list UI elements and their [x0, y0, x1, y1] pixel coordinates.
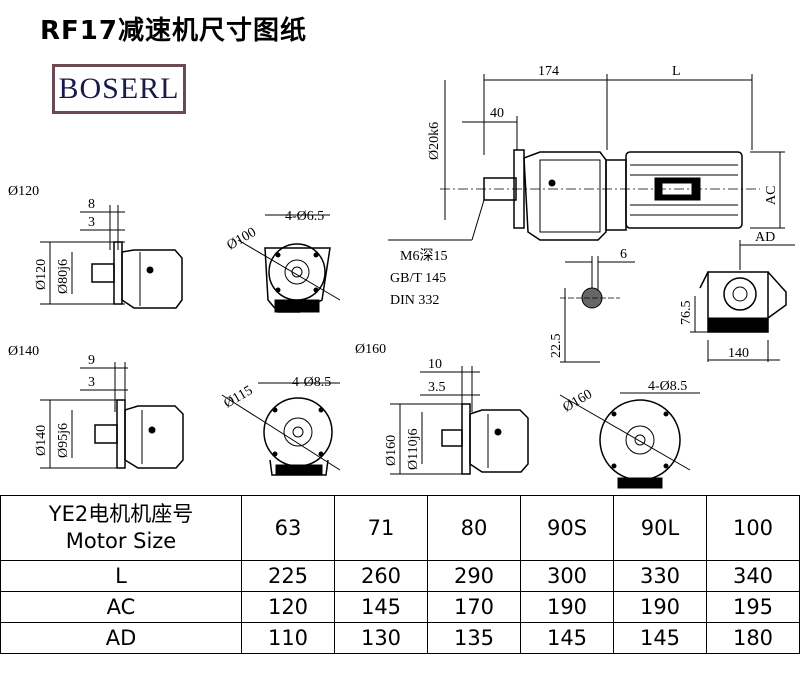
flange-120-dim-spigot: Ø80j6 — [56, 259, 71, 294]
size-cell: 63 — [241, 495, 335, 561]
table-row-L: L 225 260 290 300 330 340 — [0, 560, 800, 592]
value-cell: 330 — [613, 560, 707, 592]
value-cell: 145 — [613, 622, 707, 654]
value-cell: 340 — [706, 560, 800, 592]
value-cell: 290 — [427, 560, 521, 592]
flange-140-side: Ø140 9 3 Ø140 Ø95j6 — [8, 344, 184, 469]
value-cell: 130 — [334, 622, 428, 654]
value-cell: 145 — [520, 622, 614, 654]
dim-shaft-diameter: Ø20k6 — [427, 122, 442, 160]
row-label: L — [0, 560, 242, 592]
flange-140-dim-small: 3 — [88, 375, 95, 390]
main-side-view: 174 L 40 Ø20k6 AC — [388, 64, 785, 308]
note-line-3: DIN 332 — [390, 293, 439, 308]
size-cell: 80 — [427, 495, 521, 561]
size-cell: 90L — [613, 495, 707, 561]
flange-120-dim-small: 3 — [88, 215, 95, 230]
dim-key-22-5: 22.5 — [549, 334, 564, 359]
value-cell: 110 — [241, 622, 335, 654]
header-line-1: YE2电机机座号 — [48, 502, 194, 526]
flange-120-dim-top: 8 — [88, 197, 95, 212]
key-section-view: 6 22.5 — [549, 247, 635, 363]
flange-160-dim-spigot: Ø110j6 — [406, 429, 421, 470]
table-header-label: YE2电机机座号 Motor Size — [0, 495, 242, 561]
dim-AD: AD — [755, 230, 775, 245]
dim-40: 40 — [490, 106, 504, 121]
drawing-canvas: 174 L 40 Ø20k6 AC — [8, 64, 795, 489]
flange-160-pcd: Ø160 — [561, 387, 595, 416]
end-view: AD 76.5 140 — [679, 230, 795, 362]
header-line-2: Motor Size — [65, 529, 177, 553]
flange-140-dim-outer: Ø140 — [34, 425, 49, 456]
flange-140-holes: 4-Ø8.5 — [292, 375, 331, 390]
dim-key-6: 6 — [620, 247, 627, 262]
flange-120-label: Ø120 — [8, 184, 39, 199]
flange-140-pcd: Ø115 — [222, 383, 256, 411]
flange-160-side: Ø160 10 3.5 Ø160 Ø110j6 — [355, 342, 529, 475]
motor-size-table: YE2电机机座号 Motor Size 63 71 80 90S 90L 100… — [0, 495, 800, 654]
table-row-AC: AC 120 145 170 190 190 195 — [0, 591, 800, 623]
page-title: RF17减速机尺寸图纸 — [40, 16, 307, 46]
flange-160-label: Ø160 — [355, 342, 386, 357]
flange-120-front: 4-Ø6.5 Ø100 — [225, 209, 341, 313]
value-cell: 120 — [241, 591, 335, 623]
flange-160-dim-top: 10 — [428, 357, 442, 372]
flange-120-dim-outer: Ø120 — [34, 259, 49, 290]
row-label: AD — [0, 622, 242, 654]
value-cell: 195 — [706, 591, 800, 623]
note-line-1: M6深15 — [400, 248, 447, 264]
value-cell: 170 — [427, 591, 521, 623]
flange-160-holes: 4-Ø8.5 — [648, 379, 687, 394]
dim-140: 140 — [728, 346, 749, 361]
value-cell: 300 — [520, 560, 614, 592]
flange-160-front: 4-Ø8.5 Ø160 — [559, 379, 700, 489]
flange-120-side: Ø120 8 3 Ø120 Ø80j6 — [8, 184, 183, 309]
flange-160-dim-small: 3.5 — [428, 380, 446, 395]
value-cell: 190 — [520, 591, 614, 623]
flange-120-holes: 4-Ø6.5 — [285, 209, 324, 224]
flange-140-front: 4-Ø8.5 Ø115 — [222, 375, 341, 476]
value-cell: 145 — [334, 591, 428, 623]
flange-140-label: Ø140 — [8, 344, 39, 359]
brand-logo: BOSERL — [52, 64, 186, 114]
flange-140-dim-top: 9 — [88, 353, 95, 368]
value-cell: 180 — [706, 622, 800, 654]
value-cell: 135 — [427, 622, 521, 654]
value-cell: 225 — [241, 560, 335, 592]
size-cell: 90S — [520, 495, 614, 561]
dim-76-5: 76.5 — [679, 301, 694, 326]
size-cell: 100 — [706, 495, 800, 561]
row-label: AC — [0, 591, 242, 623]
value-cell: 260 — [334, 560, 428, 592]
size-cell: 71 — [334, 495, 428, 561]
note-line-2: GB/T 145 — [390, 271, 446, 286]
dim-174: 174 — [538, 64, 559, 79]
table-row-AD: AD 110 130 135 145 145 180 — [0, 622, 800, 654]
table-header-row: YE2电机机座号 Motor Size 63 71 80 90S 90L 100 — [0, 495, 800, 561]
dim-L: L — [672, 64, 681, 79]
dim-AC: AC — [764, 186, 779, 205]
flange-160-dim-outer: Ø160 — [384, 435, 399, 466]
value-cell: 190 — [613, 591, 707, 623]
flange-140-dim-spigot: Ø95j6 — [56, 423, 71, 458]
